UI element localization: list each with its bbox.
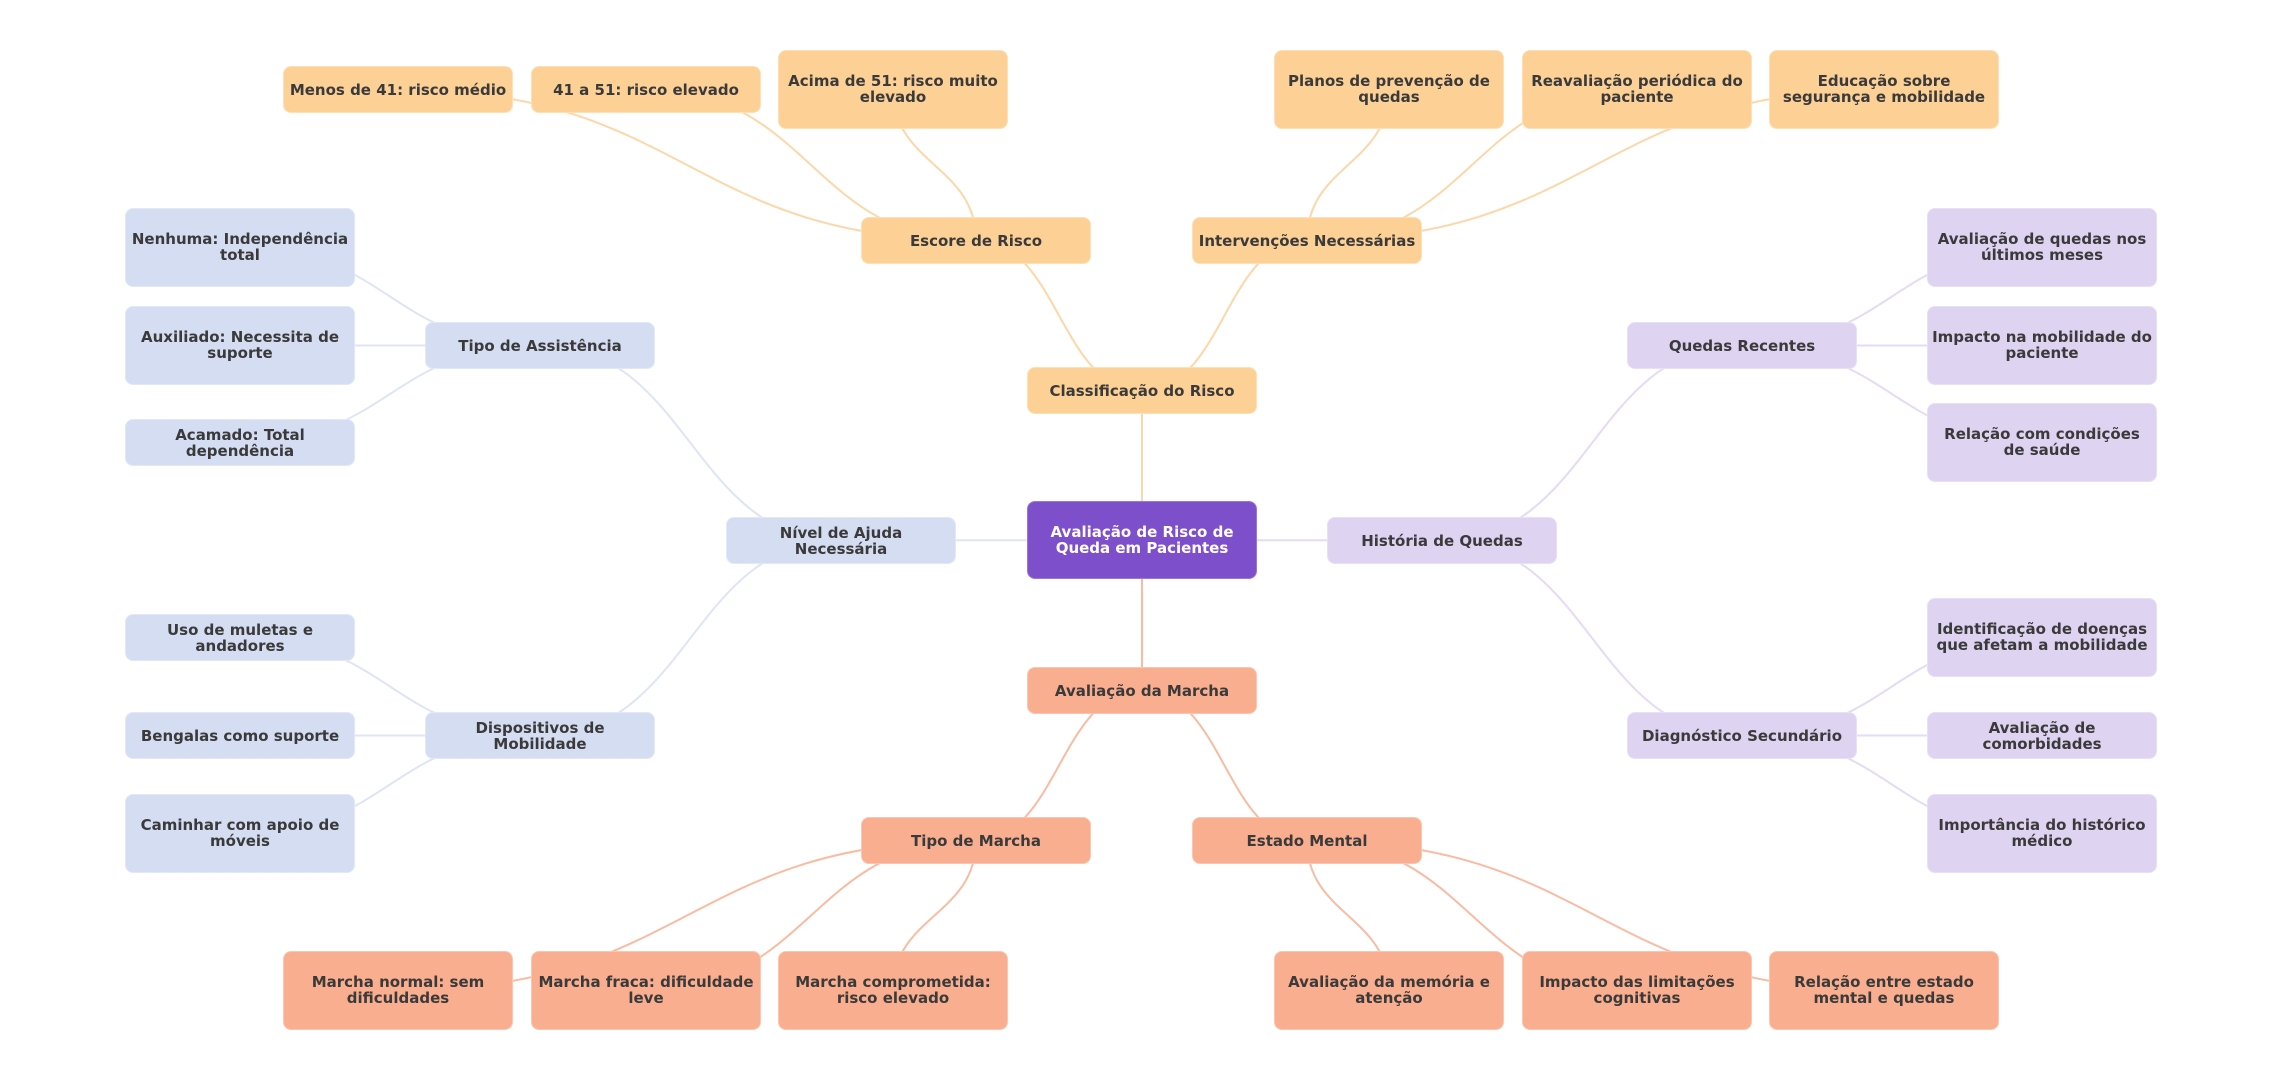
subbranch-node-quedas-recentes[interactable]: Quedas Recentes [1627,322,1857,369]
leaf-node-label: Educação sobre segurança e mobilidade [1782,72,1986,106]
leaf-node[interactable]: Relação com condições de saúde [1927,403,2157,482]
leaf-node-label: Importância do histórico médico [1938,816,2146,850]
subbranch-node-label: Tipo de Assistência [458,336,622,355]
subbranch-node-label: Escore de Risco [909,231,1043,250]
leaf-node-label: Caminhar com apoio de móveis [140,816,340,850]
branch-node-classificacao-do-risco[interactable]: Classificação do Risco [1027,367,1257,414]
leaf-node[interactable]: Avaliação da memória e atenção [1274,951,1504,1030]
leaf-node[interactable]: Identificação de doenças que afetam a mo… [1927,598,2157,677]
subbranch-node-estado-mental[interactable]: Estado Mental [1192,817,1422,864]
subbranch-node-intervencoes-necessarias[interactable]: Intervenções Necessárias [1192,217,1422,264]
leaf-node-label: Bengalas como suporte [140,726,340,745]
branch-node-label: Classificação do Risco [1049,381,1235,400]
leaf-node-label: Marcha normal: sem dificuldades [311,973,485,1007]
leaf-node-label: Auxiliado: Necessita de suporte [141,328,339,362]
leaf-node-label: Uso de muletas e andadores [166,620,313,655]
leaf-node[interactable]: 41 a 51: risco elevado [531,66,761,113]
subbranch-node-label: Estado Mental [1246,831,1368,850]
edge-branch-to-subbranch [539,344,842,542]
leaf-node-label: Planos de prevenção de quedas [1288,72,1490,106]
leaf-node[interactable]: Marcha fraca: dificuldade leve [531,951,761,1030]
subbranch-node-label: Diagnóstico Secundário [1641,726,1843,745]
leaf-node-label: Marcha comprometida: risco elevado [795,973,991,1007]
leaf-node-label: 41 a 51: risco elevado [553,80,739,99]
leaf-node-label: Impacto das limitações cognitivas [1539,973,1735,1007]
leaf-node[interactable]: Caminhar com apoio de móveis [125,794,355,873]
leaf-node[interactable]: Importância do histórico médico [1927,794,2157,873]
leaf-node[interactable]: Uso de muletas e andadores [125,614,355,661]
leaf-node-label: Reavaliação periódica do paciente [1531,72,1743,106]
leaf-node-label: Impacto na mobilidade do paciente [1932,328,2152,362]
subbranch-node-label: Dispositivos de Mobilidade [475,718,605,753]
root-node-label: Avaliação de Risco de Queda em Pacientes [1050,523,1234,557]
leaf-node-label: Menos de 41: risco médio [289,80,507,99]
leaf-node-label: Avaliação de comorbidades [1982,718,2102,753]
leaf-node[interactable]: Educação sobre segurança e mobilidade [1769,50,1999,129]
branch-node-label: Nível de Ajuda Necessária [779,523,903,558]
subbranch-node-dispositivos-de-mobilidade[interactable]: Dispositivos de Mobilidade [425,712,655,759]
leaf-node-label: Avaliação de quedas nos últimos meses [1937,230,2147,264]
leaf-node[interactable]: Planos de prevenção de quedas [1274,50,1504,129]
leaf-node-label: Relação com condições de saúde [1944,425,2140,459]
leaf-node[interactable]: Acamado: Total dependência [125,419,355,466]
subbranch-node-label: Intervenções Necessárias [1198,231,1416,250]
leaf-node[interactable]: Menos de 41: risco médio [283,66,513,113]
root-node[interactable]: Avaliação de Risco de Queda em Pacientes [1027,501,1257,579]
leaf-node[interactable]: Reavaliação periódica do paciente [1522,50,1752,129]
leaf-node-label: Marcha fraca: dificuldade leve [538,973,754,1007]
subbranch-node-escore-de-risco[interactable]: Escore de Risco [861,217,1091,264]
subbranch-node-label: Quedas Recentes [1668,336,1816,355]
leaf-node-label: Relação entre estado mental e quedas [1794,973,1974,1007]
leaf-node[interactable]: Impacto na mobilidade do paciente [1927,306,2157,385]
branch-node-avaliacao-da-marcha[interactable]: Avaliação da Marcha [1027,667,1257,714]
leaf-node[interactable]: Acima de 51: risco muito elevado [778,50,1008,129]
leaf-node[interactable]: Avaliação de comorbidades [1927,712,2157,759]
leaf-node[interactable]: Relação entre estado mental e quedas [1769,951,1999,1030]
branch-node-label: Avaliação da Marcha [1054,681,1230,700]
edge-branch-to-subbranch [539,539,842,737]
leaf-node[interactable]: Bengalas como suporte [125,712,355,759]
subbranch-node-tipo-de-marcha[interactable]: Tipo de Marcha [861,817,1091,864]
leaf-node-label: Nenhuma: Independência total [131,230,349,264]
branch-node-label: História de Quedas [1361,531,1523,550]
leaf-node[interactable]: Auxiliado: Necessita de suporte [125,306,355,385]
leaf-node-label: Avaliação da memória e atenção [1288,973,1490,1007]
branch-node-nivel-de-ajuda-necessaria[interactable]: Nível de Ajuda Necessária [726,517,956,564]
edge-branch-to-subbranch [1441,539,1743,737]
leaf-node[interactable]: Nenhuma: Independência total [125,208,355,287]
leaf-node[interactable]: Impacto das limitações cognitivas [1522,951,1752,1030]
leaf-node[interactable]: Marcha normal: sem dificuldades [283,951,513,1030]
branch-node-historia-de-quedas[interactable]: História de Quedas [1327,517,1557,564]
leaf-node[interactable]: Avaliação de quedas nos últimos meses [1927,208,2157,287]
subbranch-node-diagnostico-secundario[interactable]: Diagnóstico Secundário [1627,712,1857,759]
leaf-node-label: Identificação de doenças que afetam a mo… [1936,620,2148,654]
leaf-node-label: Acamado: Total dependência [175,425,305,460]
subbranch-node-tipo-de-assistencia[interactable]: Tipo de Assistência [425,322,655,369]
edge-branch-to-subbranch [1441,344,1743,542]
leaf-node[interactable]: Marcha comprometida: risco elevado [778,951,1008,1030]
subbranch-node-label: Tipo de Marcha [911,831,1041,850]
leaf-node-label: Acima de 51: risco muito elevado [788,72,998,106]
